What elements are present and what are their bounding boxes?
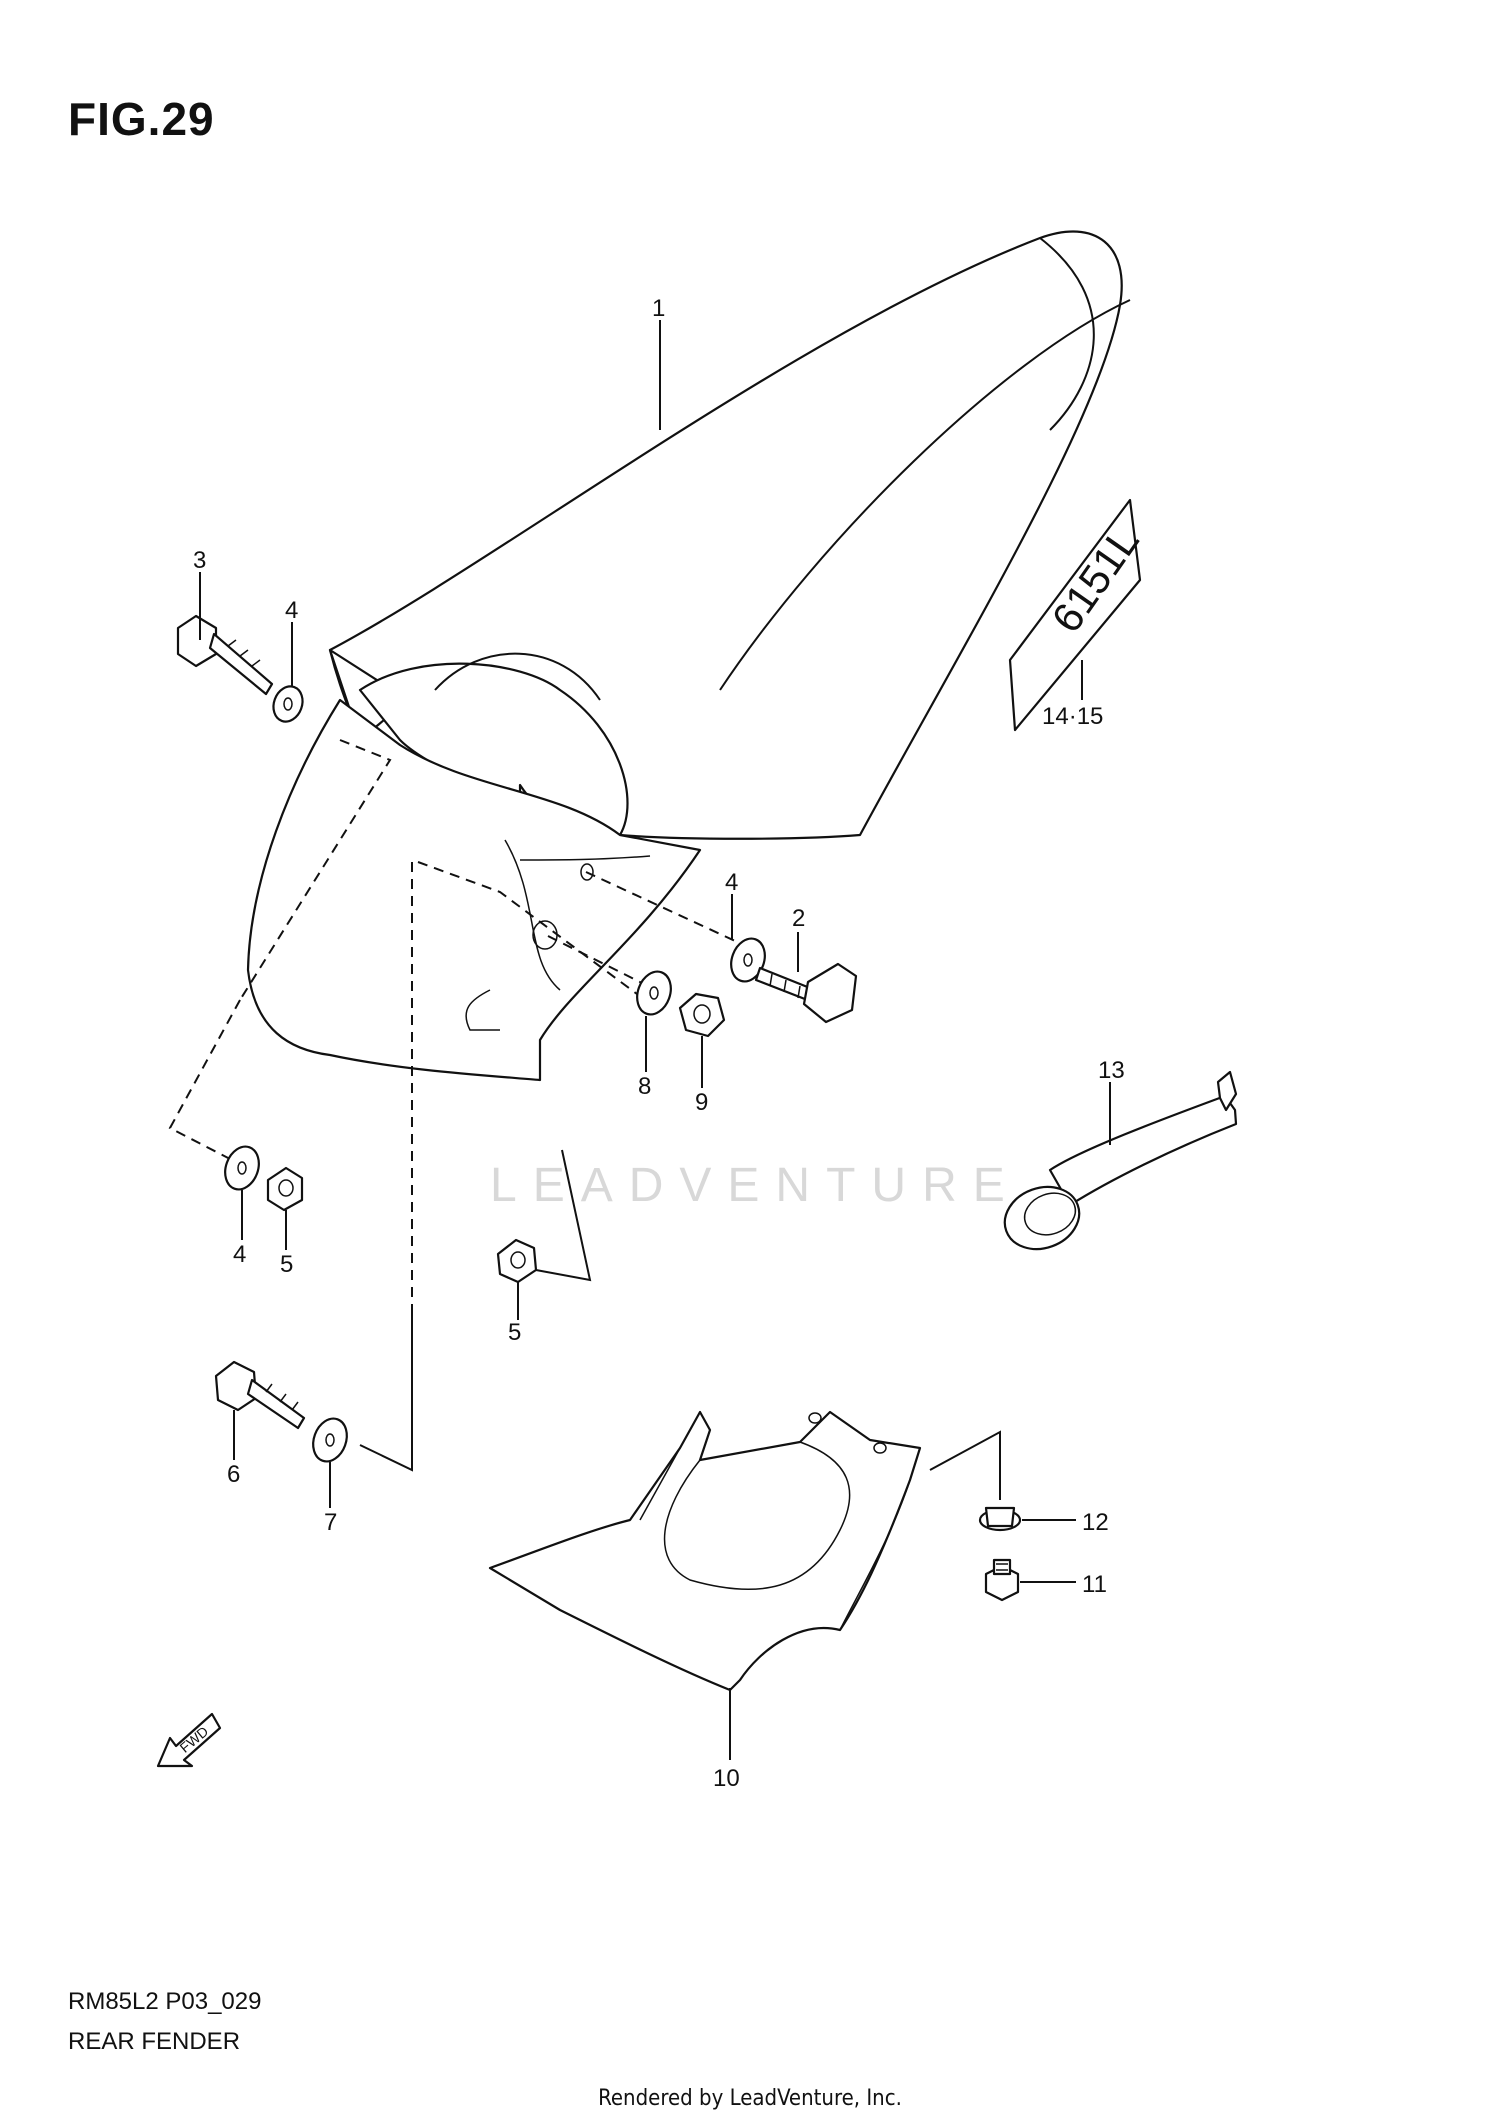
washer-part-4a[interactable] bbox=[269, 682, 308, 725]
nut-part-9[interactable] bbox=[678, 992, 726, 1038]
leader-lines bbox=[199, 320, 1111, 1760]
callout-8: 8 bbox=[638, 1073, 651, 1100]
callout-2: 2 bbox=[792, 905, 805, 932]
callout-7: 7 bbox=[324, 1509, 337, 1536]
mud-guard-part-10[interactable] bbox=[488, 1410, 1001, 1692]
fwd-direction-arrow-icon: FWD bbox=[156, 1712, 222, 1768]
washer-part-7[interactable] bbox=[307, 1414, 352, 1466]
callout-5-center: 5 bbox=[508, 1319, 521, 1346]
figure-title: FIG.29 bbox=[68, 93, 215, 145]
section-name: REAR FENDER bbox=[68, 2028, 241, 2055]
callout-4-left: 4 bbox=[233, 1241, 246, 1268]
spanner-part-13[interactable] bbox=[996, 1070, 1238, 1259]
washer-part-8[interactable] bbox=[631, 967, 676, 1019]
nut-part-12[interactable] bbox=[978, 1506, 1022, 1532]
nut-part-5b[interactable] bbox=[496, 1238, 538, 1284]
bolt-part-3[interactable] bbox=[176, 614, 274, 696]
nut-part-5a[interactable] bbox=[266, 1166, 304, 1212]
washer-part-4c[interactable] bbox=[219, 1142, 264, 1194]
bolt-part-6[interactable] bbox=[214, 1360, 306, 1430]
callout-4-top: 4 bbox=[285, 597, 298, 624]
callout-3: 3 bbox=[193, 547, 206, 574]
bolt-part-2[interactable] bbox=[754, 962, 858, 1024]
callout-13: 13 bbox=[1098, 1057, 1125, 1084]
model-code: RM85L2 P03_029 bbox=[68, 1988, 262, 2015]
rendered-by-credit: Rendered by LeadVenture, Inc. bbox=[598, 2086, 902, 2111]
callout-14-15: 14·15 bbox=[1042, 703, 1103, 730]
callout-5-left: 5 bbox=[280, 1251, 293, 1278]
callout-6: 6 bbox=[227, 1461, 240, 1488]
callout-11: 11 bbox=[1082, 1571, 1107, 1598]
bolt-part-11[interactable] bbox=[984, 1558, 1020, 1602]
callout-10: 10 bbox=[713, 1765, 740, 1792]
callout-4-mid: 4 bbox=[725, 869, 738, 896]
callout-1: 1 bbox=[652, 295, 665, 322]
callout-9: 9 bbox=[695, 1089, 708, 1116]
decal-part[interactable]: 6151L bbox=[1008, 498, 1148, 732]
callout-12: 12 bbox=[1082, 1509, 1109, 1536]
rear-fender-part[interactable] bbox=[246, 230, 1131, 1082]
watermark-text: LEADVENTURE bbox=[490, 1159, 1021, 1212]
washer-part-4b[interactable] bbox=[725, 934, 770, 986]
